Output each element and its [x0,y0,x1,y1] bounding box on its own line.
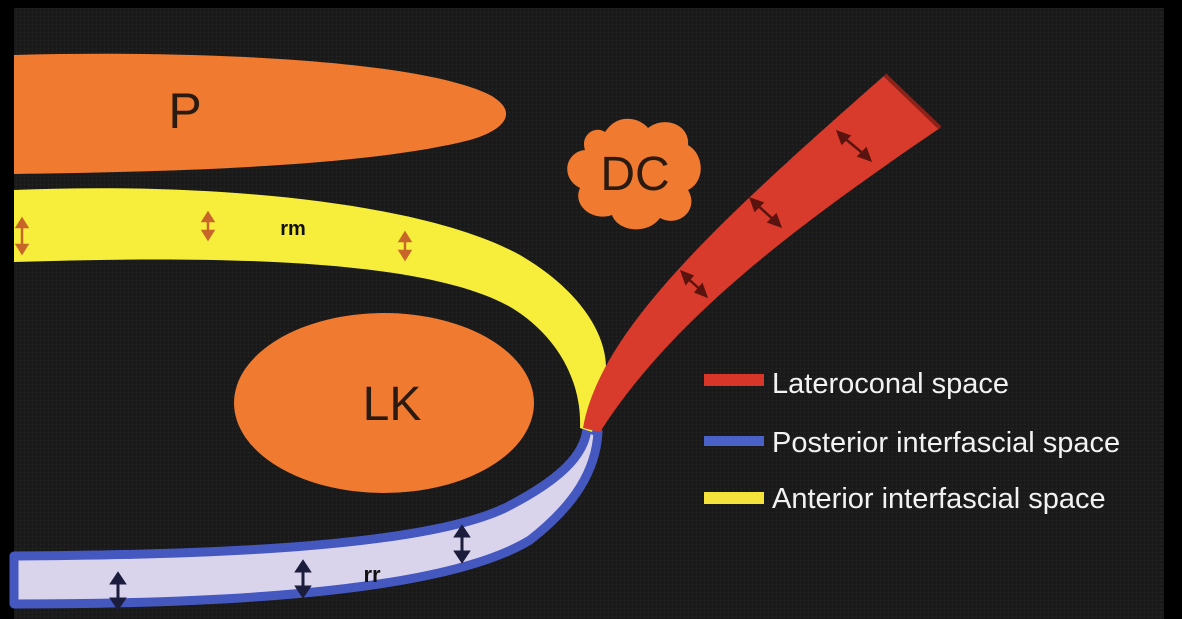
psoas-label: P [168,83,201,139]
legend-label-posterior: Posterior interfascial space [772,427,1120,459]
left-kidney-label: LK [363,378,422,431]
legend-swatch-anterior [704,492,764,504]
posterior-fascia-label: rr [363,562,381,587]
legend-label-lateroconal: Lateroconal space [772,368,1009,400]
legend-label-anterior: Anterior interfascial space [772,483,1106,515]
descending-colon-label: DC [600,148,669,201]
legend-swatch-lateroconal [704,374,764,386]
legend-swatch-posterior [704,436,764,446]
anterior-fascia-label: rm [280,218,306,240]
